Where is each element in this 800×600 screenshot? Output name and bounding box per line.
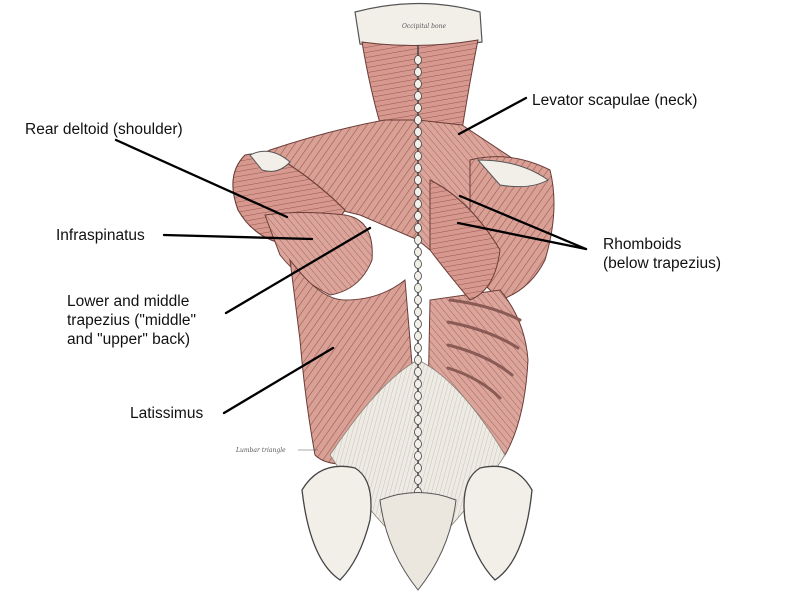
spinous-process	[414, 223, 422, 233]
label-rhomboids-line-2: (below trapezius)	[603, 255, 722, 272]
spinous-process	[414, 391, 422, 401]
rhomboids-leader-upper	[458, 194, 588, 251]
left-iliac-crest	[301, 465, 372, 581]
spinous-process	[414, 175, 422, 185]
spinous-process	[414, 451, 422, 461]
spinous-process	[414, 295, 422, 305]
spinous-process	[414, 235, 422, 245]
trapezius-leader	[224, 226, 372, 315]
spinous-process	[414, 283, 422, 293]
label-trapezius: Lower and middle trapezius ("middle" and…	[67, 292, 196, 349]
spinous-process	[414, 367, 422, 377]
spinous-process	[414, 259, 422, 269]
spinous-process	[414, 79, 422, 89]
rhomboids-leader-lower	[456, 221, 588, 251]
label-trapezius-line-3: and "upper" back)	[67, 331, 191, 348]
spinous-process	[414, 211, 422, 221]
levator-leader	[457, 96, 528, 136]
label-rhomboids: Rhomboids (below trapezius)	[603, 235, 721, 273]
label-rear-deltoid: Rear deltoid (shoulder)	[25, 121, 183, 138]
spinous-process	[414, 139, 422, 149]
spinous-process	[414, 355, 422, 365]
spinous-process	[414, 115, 422, 125]
rear-deltoid-leader	[114, 138, 289, 219]
spinous-process	[414, 127, 422, 137]
spinous-process	[414, 247, 422, 257]
label-trapezius-line-1: Lower and middle	[67, 293, 190, 310]
spinous-process	[414, 271, 422, 281]
right-rhomboids	[429, 179, 501, 301]
spinous-process	[414, 319, 422, 329]
spinous-process	[414, 151, 422, 161]
spinous-process	[414, 439, 422, 449]
spinous-process	[414, 379, 422, 389]
spinous-process	[414, 415, 422, 425]
label-levator-scapulae: Levator scapulae (neck)	[532, 92, 698, 109]
label-rhomboids-line-1: Rhomboids	[603, 236, 682, 253]
right-ribs	[446, 298, 522, 400]
left-infraspinatus	[264, 212, 373, 296]
spinous-process	[414, 427, 422, 437]
spinous-process	[414, 187, 422, 197]
spinous-process	[414, 55, 422, 65]
spinous-process	[414, 163, 422, 173]
label-latissimus: Latissimus	[130, 405, 204, 422]
spinous-process	[414, 103, 422, 113]
sacrum	[379, 492, 457, 591]
spinous-process	[414, 307, 422, 317]
label-trapezius-line-2: trapezius ("middle"	[67, 312, 197, 329]
spinous-process	[414, 67, 422, 77]
spinous-process	[414, 331, 422, 341]
spinous-process	[414, 403, 422, 413]
label-infraspinatus: Infraspinatus	[56, 227, 145, 244]
left-acromion	[249, 150, 291, 172]
right-iliac-crest	[463, 465, 533, 581]
leader-lines	[114, 96, 588, 415]
right-scapula-spine	[476, 159, 549, 188]
spinous-process	[414, 199, 422, 209]
spinous-process	[414, 463, 422, 473]
latissimus-leader	[222, 346, 335, 415]
infraspinatus-leader	[162, 233, 314, 241]
occipital-bone-caption: Occipital bone	[402, 23, 446, 30]
lumbar-triangle-caption: Lumbar triangle	[235, 447, 286, 454]
spinous-process	[414, 91, 422, 101]
spinous-process	[414, 475, 422, 485]
spinous-process	[414, 343, 422, 353]
